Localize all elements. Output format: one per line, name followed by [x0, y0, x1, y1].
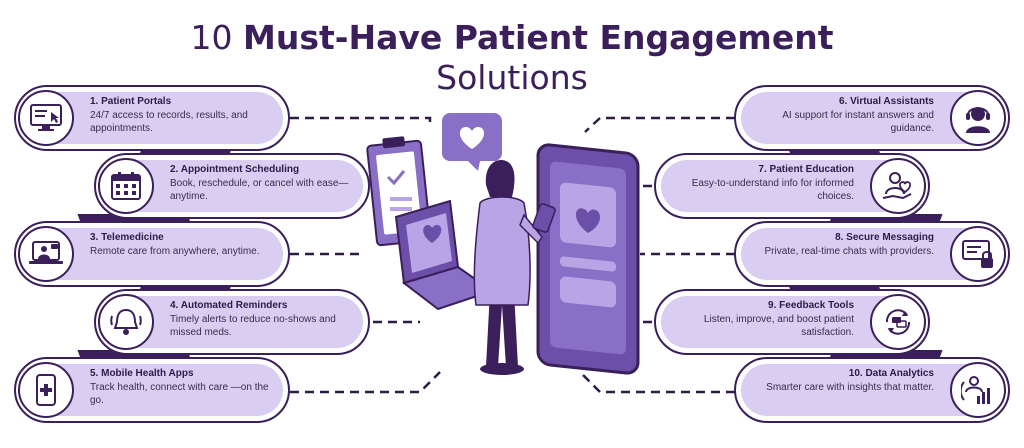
- laptop-icon: [394, 199, 495, 311]
- headset-agent-icon: [950, 90, 1006, 146]
- title-bold: Must-Have Patient Engagement: [243, 18, 834, 57]
- card-1-desc: 24/7 access to records, results, and app…: [90, 110, 248, 134]
- analytics-person-icon: [950, 362, 1006, 418]
- solution-card-6: 6. Virtual Assistants AI support for inst…: [734, 85, 1010, 151]
- infographic-title: 10 Must-Have Patient Engagement: [0, 18, 1024, 58]
- card-3-heading: 3. Telemedicine: [90, 232, 164, 243]
- title-prefix: 10: [190, 18, 243, 57]
- connector-1: [290, 116, 432, 128]
- card-4-heading: 4. Automated Reminders: [170, 300, 288, 311]
- person-heart-icon: [870, 158, 926, 214]
- card-2-desc: Book, reschedule, or cancel with ease—an…: [170, 178, 349, 202]
- card-1-heading: 1. Patient Portals: [90, 96, 172, 107]
- card-10-desc: Smarter care with insights that matter.: [766, 382, 934, 393]
- card-10-heading: 10. Data Analytics: [848, 368, 934, 379]
- doctor-figure: [473, 160, 556, 375]
- monitor-cursor-icon: [18, 90, 74, 146]
- card-8-heading: 8. Secure Messaging: [835, 232, 934, 243]
- phone-cross-icon: [18, 362, 74, 418]
- calendar-icon: [98, 158, 154, 214]
- feedback-cycle-icon: [870, 294, 926, 350]
- card-5-heading: 5. Mobile Health Apps: [90, 368, 194, 379]
- connector-6: [584, 116, 735, 133]
- infographic-title-line2: Solutions: [436, 58, 588, 97]
- card-9-heading: 9. Feedback Tools: [768, 300, 854, 311]
- card-5-desc: Track health, connect with care —on the …: [90, 382, 269, 406]
- bell-icon: [98, 294, 154, 350]
- central-illustration: [366, 113, 640, 375]
- solution-card-1: 1. Patient Portals 24/7 access to records…: [14, 85, 290, 151]
- card-4-desc: Timely alerts to reduce no-shows and mis…: [170, 314, 336, 338]
- laptop-doctor-icon: [18, 226, 74, 282]
- card-3-desc: Remote care from anywhere, anytime.: [90, 246, 260, 257]
- connector-10: [579, 371, 735, 394]
- card-7-heading: 7. Patient Education: [758, 164, 854, 175]
- message-lock-icon: [950, 226, 1006, 282]
- card-8-desc: Private, real-time chats with providers.: [764, 246, 934, 257]
- tablet-icon: [536, 143, 640, 375]
- card-7-desc: Easy-to-understand info for informed cho…: [691, 178, 854, 202]
- card-2-heading: 2. Appointment Scheduling: [170, 164, 300, 175]
- card-6-heading: 6. Virtual Assistants: [838, 96, 934, 107]
- heart-chat-bubble-icon: [442, 113, 502, 171]
- card-9-desc: Listen, improve, and boost patient satis…: [703, 314, 854, 338]
- card-6-desc: AI support for instant answers and guida…: [782, 110, 934, 134]
